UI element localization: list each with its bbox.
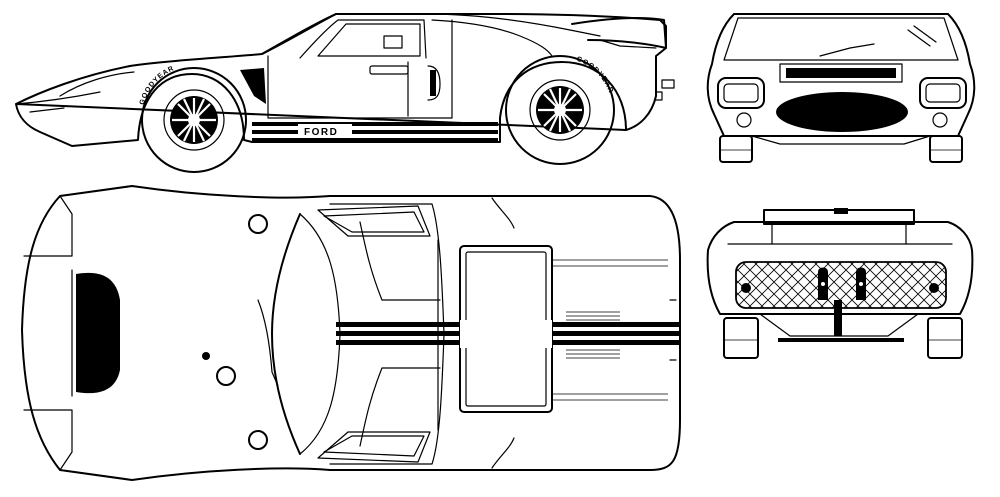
- front-view: [706, 13, 976, 163]
- front-wheel-side: GOODYEAR: [139, 65, 247, 173]
- side-view: FORD GOODYEAR: [15, 13, 675, 173]
- top-view: [21, 185, 681, 481]
- side-ford-decal: FORD: [304, 127, 338, 138]
- rear-view: [706, 208, 974, 359]
- rear-wheel-side: GOODYEAR: [505, 55, 615, 165]
- front-tire-brand: GOODYEAR: [139, 65, 176, 106]
